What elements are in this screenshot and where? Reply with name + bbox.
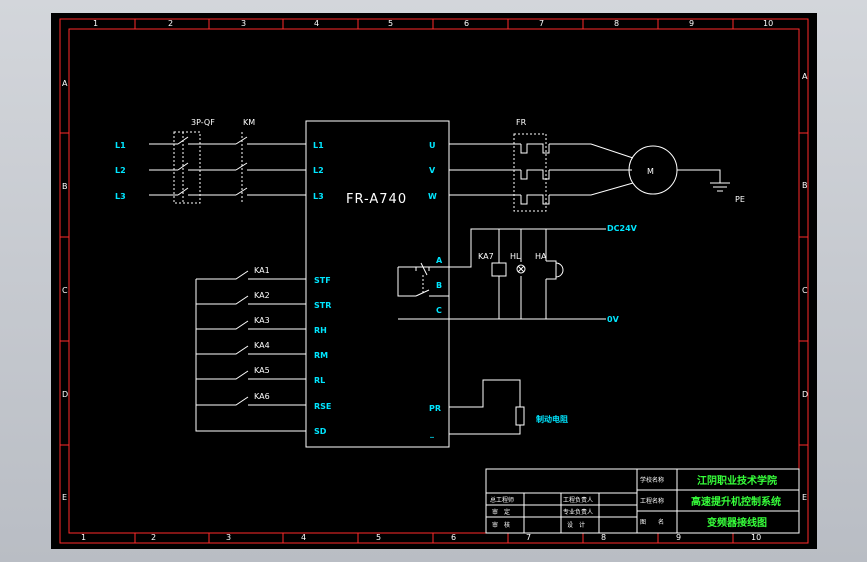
zone-ticks [60,19,808,543]
terminal-rm: RM [314,351,328,360]
terminal-l1: L1 [313,141,324,150]
zone-top-2: 2 [168,19,173,28]
terminal-rse: RSE [314,402,331,411]
zone-left-A: A [62,79,68,88]
designer-label: 设 计 [567,521,585,529]
zone-bottom-4: 4 [301,533,306,542]
zone-bottom-5: 5 [376,533,381,542]
ground-icon [677,169,730,192]
drawing-sheet: 1 2 3 4 5 6 7 8 9 10 1 2 3 4 5 6 7 8 9 1… [51,13,817,549]
terminal-l2: L2 [313,166,324,175]
discipline-lead-label: 专业负责人 [563,508,593,516]
control-switch-ladder [195,270,306,432]
brake-resistor-circuit [449,379,525,435]
inverter-model: FR-A740 [346,192,407,207]
switch-ka3: KA3 [254,316,270,325]
zone-right-B: B [802,181,808,190]
zone-bottom-3: 3 [226,533,231,542]
line-label-l1: L1 [115,141,126,150]
zone-top-9: 9 [689,19,694,28]
switch-ka6: KA6 [254,392,270,401]
switch-ka1: KA1 [254,266,270,275]
review-label: 审 核 [492,521,510,529]
thermal-relay-label: FR [516,118,527,127]
chief-engineer-label: 总工程师 [490,496,514,504]
project-lead-label: 工程负责人 [563,496,593,504]
zone-bottom-1: 1 [81,533,86,542]
motor-output-wiring [449,143,634,205]
breaker-3p-qf [173,131,201,204]
relay-ka7-label: KA7 [478,252,494,261]
terminal-stf: STF [314,276,331,285]
zone-bottom-9: 9 [676,533,681,542]
zero-volt-label: 0V [607,315,620,324]
zone-left-D: D [62,390,68,399]
alarm-ha-label: HA [535,252,547,261]
approve-label: 审 定 [492,508,510,516]
lamp-hl-label: HL [510,252,521,261]
terminal-w: W [428,192,437,201]
line-label-l3: L3 [115,192,126,201]
terminal-b: B [436,281,442,290]
terminal-l3: L3 [313,192,324,201]
zone-right-D: D [802,390,808,399]
outer-border [59,18,809,544]
brake-resistor-label: 制动电阻 [536,414,568,424]
breaker-label: 3P-QF [191,118,215,127]
title-block [485,468,800,534]
relay-output-circuit [397,228,606,320]
terminal-v: V [429,166,436,175]
zone-top-7: 7 [539,19,544,28]
terminal-c: C [436,306,442,315]
school-label: 学校名称 [640,476,664,484]
zone-top-10: 10 [763,19,773,28]
power-input-wiring [149,136,306,196]
inner-border [68,28,800,534]
terminal-rh: RH [314,326,327,335]
zone-top-8: 8 [614,19,619,28]
zone-bottom-2: 2 [151,533,156,542]
thermal-relay-fr [513,133,547,212]
line-label-l2: L2 [115,166,126,175]
zone-right-C: C [802,286,808,295]
zone-right-E: E [802,493,807,502]
drawing-name-label: 图 名 [640,518,664,526]
zone-top-5: 5 [388,19,393,28]
switch-ka2: KA2 [254,291,270,300]
zone-right-A: A [802,72,808,81]
zone-bottom-10: 10 [751,533,761,542]
zone-top-3: 3 [241,19,246,28]
zone-top-6: 6 [464,19,469,28]
dc24v-label: DC24V [607,224,638,233]
terminal-pr: PR [429,404,441,413]
terminal-u: U [429,141,436,150]
inverter-fr-a740 [305,120,450,448]
ground-label: PE [735,195,745,204]
terminal-rl: RL [314,376,325,385]
school-name: 江阴职业技术学院 [697,474,777,487]
terminal-str: STR [314,301,331,310]
project-name: 高速提升机控制系统 [691,495,781,508]
terminal-minus: _ [430,429,434,438]
motor-label: M [647,167,654,176]
switch-ka4: KA4 [254,341,270,350]
zone-left-C: C [62,286,68,295]
drawing-name: 变频器接线图 [707,516,767,529]
contactor-label: KM [243,118,255,127]
zone-top-4: 4 [314,19,319,28]
switch-ka5: KA5 [254,366,270,375]
zone-bottom-8: 8 [601,533,606,542]
project-label: 工程名称 [640,497,664,505]
terminal-sd: SD [314,427,327,436]
terminal-a: A [436,256,443,265]
zone-bottom-6: 6 [451,533,456,542]
zone-bottom-7: 7 [526,533,531,542]
zone-left-E: E [62,493,67,502]
zone-left-B: B [62,182,68,191]
zone-top-1: 1 [93,19,98,28]
